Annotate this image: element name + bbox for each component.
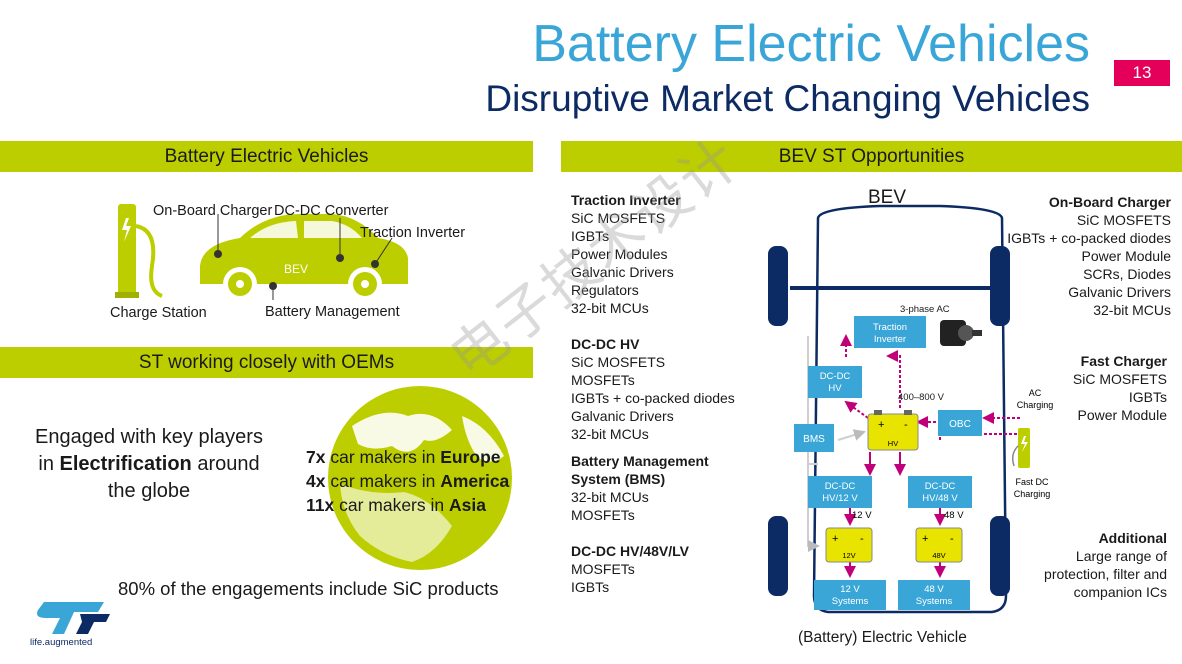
svg-text:HV: HV: [888, 439, 898, 448]
fast-dc-label-2: Charging: [1014, 489, 1051, 499]
hv-battery-icon: + - HV: [867, 410, 919, 451]
svg-text:Systems: Systems: [916, 596, 953, 607]
maker-row-asia: 11x car makers in Asia: [306, 495, 486, 515]
opportunities-left-list: Traction Inverter SiC MOSFETS IGBTs Powe…: [571, 191, 735, 596]
systems-12v-block: 12 V Systems: [814, 580, 886, 610]
motor-icon: [940, 320, 982, 346]
charge-station-label: Charge Station: [110, 305, 207, 321]
svg-text:+: +: [832, 533, 838, 545]
group-bms: Battery Management System (BMS) 32-bit M…: [571, 453, 709, 523]
svg-text:Inverter: Inverter: [874, 334, 906, 345]
opportunities-section-bar: BEV ST Opportunities: [561, 141, 1182, 172]
dcdc-48v-block: DC-DC HV/48 V: [908, 476, 972, 508]
wheel-front-right: [990, 246, 1010, 326]
maker-row-america: 4x car makers in America: [306, 471, 510, 491]
battery-12v-icon: + - 12V: [825, 527, 873, 563]
group-dcdc-48v: DC-DC HV/48V/LV MOSFETs IGBTs: [571, 543, 689, 595]
engaged-line-1: Engaged with key players: [35, 426, 263, 448]
ac-charging-label-1: AC: [1029, 388, 1042, 398]
dcdc-hv-block: DC-DC HV: [808, 366, 862, 398]
group-traction-inverter: Traction Inverter SiC MOSFETS IGBTs Powe…: [571, 192, 681, 316]
wheel-rear-left: [768, 516, 788, 596]
sic-engagement-note: 80% of the engagements include SiC produ…: [118, 578, 499, 599]
systems-48v-block: 48 V Systems: [898, 580, 970, 610]
page-number: 13: [1114, 60, 1170, 86]
maker-row-europe: 7x car makers in Europe: [306, 447, 501, 467]
svg-text:DC-DC: DC-DC: [925, 481, 956, 492]
battery-management-label: Battery Management: [265, 304, 400, 320]
bev-heading: BEV: [868, 187, 907, 208]
group-fast-charger: Fast Charger SiC MOSFETS IGBTs Power Mod…: [1072, 353, 1167, 423]
globe-icon: [328, 386, 512, 570]
three-phase-ac-label: 3-phase AC: [900, 304, 950, 315]
opportunities-right-list: On-Board Charger SiC MOSFETS IGBTs + co-…: [1007, 193, 1171, 601]
car-icon: [200, 214, 408, 301]
svg-text:DC-DC: DC-DC: [825, 481, 856, 492]
bev-block-diagram: Traction Inverter 3-phase AC DC-DC HV 40…: [768, 204, 1054, 614]
svg-text:-: -: [950, 533, 954, 545]
fast-dc-label-1: Fast DC: [1015, 477, 1049, 487]
on-board-charger-label: On-Board Charger: [153, 203, 272, 219]
svg-text:12 V: 12 V: [840, 584, 860, 595]
v48-label: 48 V: [944, 510, 964, 521]
engaged-line-3: the globe: [107, 480, 191, 502]
charge-station-icon: [115, 204, 163, 298]
traction-inverter-label: Traction Inverter: [360, 225, 465, 241]
bev-section-bar: Battery Electric Vehicles: [0, 141, 533, 172]
svg-text:12V: 12V: [842, 551, 855, 560]
svg-text:Systems: Systems: [832, 596, 869, 607]
group-additional: Additional Large range of protection, fi…: [1044, 530, 1167, 600]
wheel-rear-right: [990, 516, 1010, 596]
group-on-board-charger: On-Board Charger SiC MOSFETS IGBTs + co-…: [1007, 194, 1171, 318]
slide-subtitle: Disruptive Market Changing Vehicles: [485, 78, 1090, 119]
svg-text:-: -: [860, 533, 864, 545]
svg-text:+: +: [878, 419, 884, 431]
svg-text:Traction: Traction: [873, 322, 907, 333]
obc-block: OBC: [938, 410, 982, 436]
bev-car-diagram: On-Board Charger DC-DC Converter Tractio…: [110, 203, 465, 321]
group-dcdc-hv: DC-DC HV SiC MOSFETS MOSFETs IGBTs + co-…: [571, 336, 735, 442]
wheel-front-left: [768, 246, 788, 326]
v12-label: 12 V: [852, 510, 872, 521]
bms-block: BMS: [794, 424, 834, 452]
engaged-text: Engaged with key players in Electrificat…: [18, 424, 280, 505]
dcdc-12v-block: DC-DC HV/12 V: [808, 476, 872, 508]
svg-text:HV: HV: [828, 383, 842, 394]
st-logo-icon: life.augmented: [30, 602, 110, 648]
svg-text:OBC: OBC: [949, 419, 971, 430]
car-caption: (Battery) Electric Vehicle: [798, 629, 967, 646]
svg-text:+: +: [922, 533, 928, 545]
bev-car-label: BEV: [284, 262, 308, 276]
svg-text:48V: 48V: [932, 551, 945, 560]
oem-section-bar: ST working closely with OEMs: [0, 347, 533, 378]
svg-text:DC-DC: DC-DC: [820, 371, 851, 382]
car-makers-list: 7x car makers in Europe 4x car makers in…: [306, 445, 509, 517]
svg-text:HV/48 V: HV/48 V: [922, 493, 958, 504]
battery-48v-icon: + - 48V: [915, 527, 963, 563]
logo-tagline: life.augmented: [30, 637, 92, 648]
dcdc-converter-label: DC-DC Converter: [274, 203, 389, 219]
fast-charger-icon: [1011, 428, 1030, 468]
engaged-line-2: in Electrification around: [38, 453, 260, 475]
svg-text:-: -: [904, 419, 908, 431]
slide-title: Battery Electric Vehicles: [532, 15, 1090, 73]
traction-inverter-block: Traction Inverter: [854, 316, 926, 348]
svg-text:48 V: 48 V: [924, 584, 944, 595]
voltage-range-label: 400–800 V: [898, 392, 945, 403]
svg-text:BMS: BMS: [803, 434, 825, 445]
svg-text:HV/12 V: HV/12 V: [822, 493, 858, 504]
ac-charging-label-2: Charging: [1017, 400, 1054, 410]
